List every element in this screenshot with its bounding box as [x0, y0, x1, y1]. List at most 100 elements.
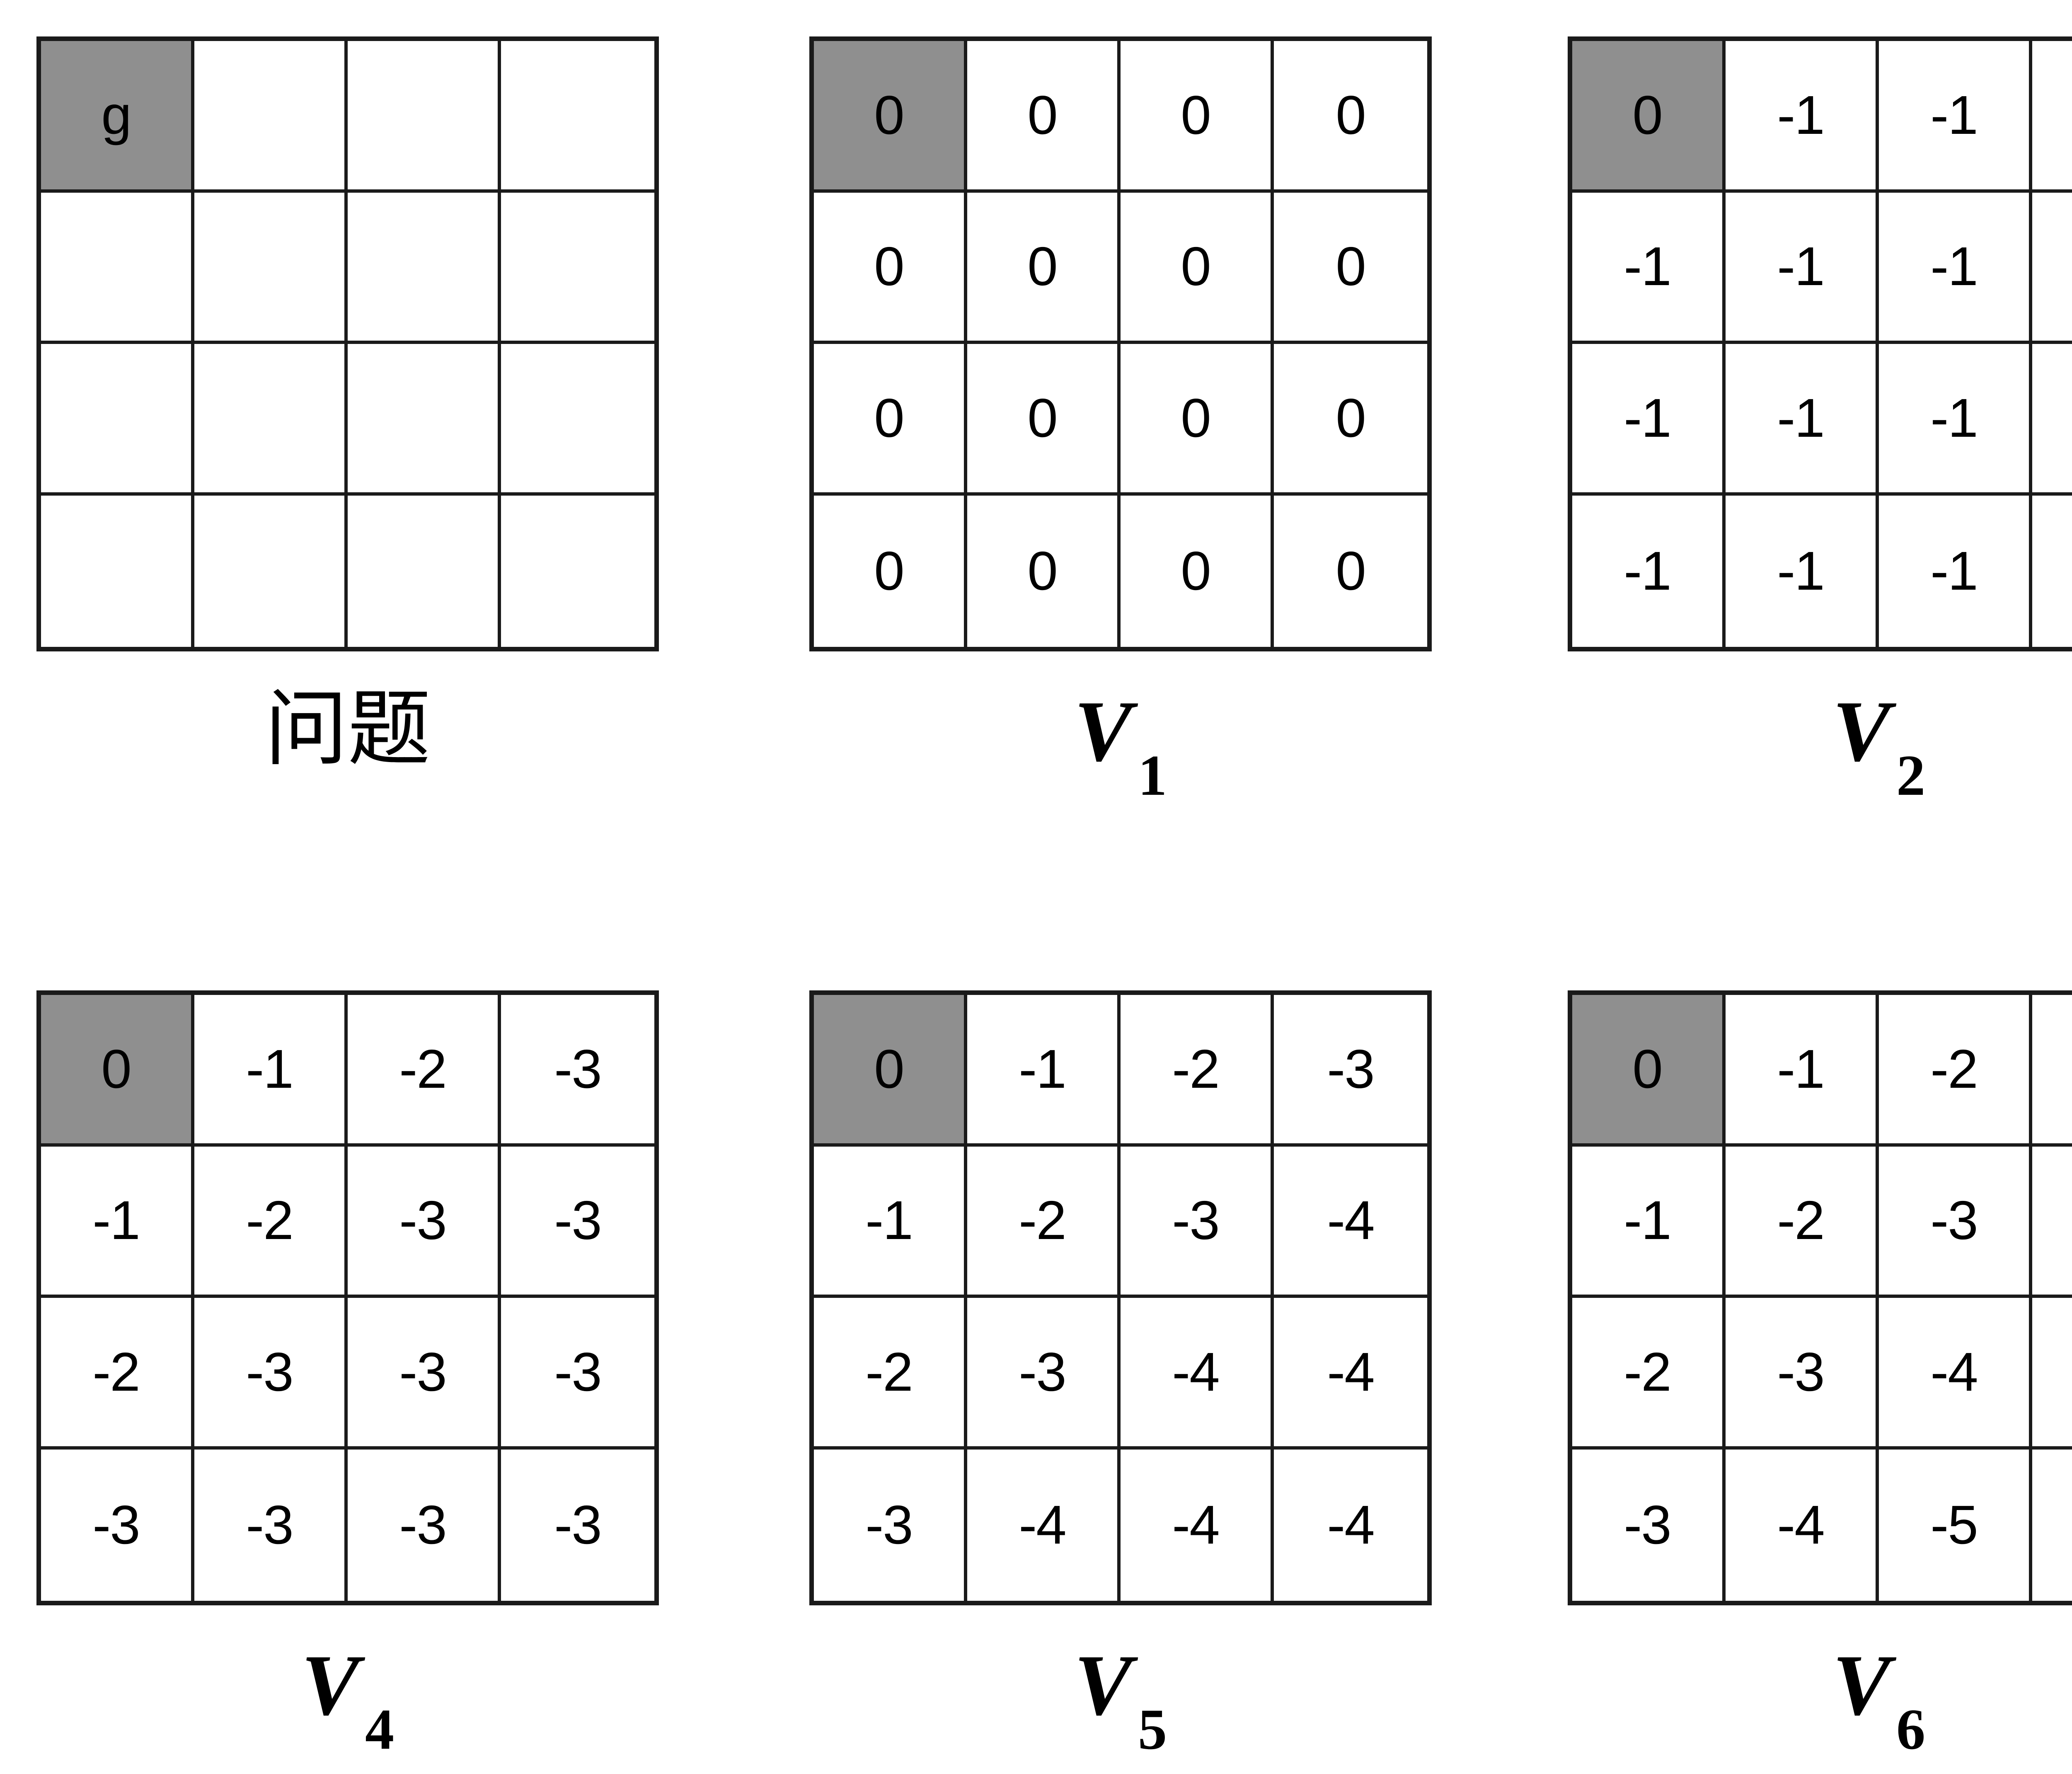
grid-cell: -2 — [1726, 1146, 1879, 1298]
grid-cell: -2 — [967, 1146, 1121, 1298]
grid-cell: 0 — [967, 192, 1121, 344]
grid-cell: -4 — [1274, 1298, 1427, 1450]
grid-cell: 0 — [1274, 192, 1427, 344]
grid-cell: -3 — [501, 1449, 654, 1601]
grid-cell: -4 — [1121, 1449, 1274, 1601]
grid-cell: -3 — [1274, 995, 1427, 1147]
grid-cell: -4 — [1726, 1449, 1879, 1601]
grid-cell — [41, 192, 194, 344]
grid-v5: 0-1-2-3-1-2-3-4-2-3-4-4-3-4-4-4 — [809, 990, 1432, 1605]
grid-cell — [194, 495, 348, 647]
grid-cell: -2 — [1879, 995, 2032, 1147]
grid-cell-terminal: g — [41, 41, 194, 193]
caption-subscript: 4 — [365, 1697, 395, 1762]
grid-cell: -1 — [2032, 344, 2072, 496]
grid-cell: -1 — [1879, 495, 2032, 647]
grid-cell-terminal: 0 — [1572, 41, 1726, 193]
grid-cell: -2 — [1572, 1298, 1726, 1450]
grid-cell: -1 — [1726, 995, 1879, 1147]
grid-cell: -3 — [348, 1146, 501, 1298]
grid-cell: -3 — [1879, 1146, 2032, 1298]
grid-cell: -1 — [1572, 495, 1726, 647]
grid-cell — [348, 495, 501, 647]
grid-cell: 0 — [1121, 495, 1274, 647]
grid-cell: -4 — [1274, 1146, 1427, 1298]
grid-v6: 0-1-2-3-1-2-3-4-2-3-4-5-3-4-5-5 — [1568, 990, 2072, 1605]
grid-cell: -2 — [348, 995, 501, 1147]
grid-cell-terminal: 0 — [1572, 995, 1726, 1147]
grid-cell: -1 — [967, 995, 1121, 1147]
grid-cell: 0 — [1121, 192, 1274, 344]
grid-cell: 0 — [814, 192, 967, 344]
grid-cell: -3 — [1726, 1298, 1879, 1450]
grid-cell: -5 — [1879, 1449, 2032, 1601]
grid-cell: -4 — [1274, 1449, 1427, 1601]
grid-cell: 0 — [1274, 344, 1427, 496]
grid-cell — [501, 344, 654, 496]
grid-cell: -3 — [194, 1449, 348, 1601]
grid-cell: -1 — [1726, 495, 1879, 647]
grid-cell: -2 — [41, 1298, 194, 1450]
grid-cell — [348, 41, 501, 193]
caption-symbol: 问题 — [264, 681, 431, 777]
grid-cell — [194, 41, 348, 193]
value-grid-panel-v6: 0-1-2-3-1-2-3-4-2-3-4-5-3-4-5-5V6 — [1568, 990, 2072, 1759]
grid-cell-terminal: 0 — [814, 41, 967, 193]
grid-cell: -1 — [2032, 41, 2072, 193]
grid-cell: -1 — [2032, 495, 2072, 647]
caption-symbol: V — [1074, 1637, 1133, 1733]
grid-cell: -5 — [2032, 1298, 2072, 1450]
grid-cell: -1 — [1879, 344, 2032, 496]
grid-cell — [194, 192, 348, 344]
grid-cell: -3 — [1572, 1449, 1726, 1601]
caption-subscript: 5 — [1138, 1697, 1167, 1762]
caption-subscript: 2 — [1896, 743, 1926, 808]
grid-cell: 0 — [1121, 41, 1274, 193]
grid-cell: -1 — [1726, 41, 1879, 193]
grid-cell: 0 — [1274, 41, 1427, 193]
caption-subscript: 6 — [1896, 1697, 1926, 1762]
grid-cell: -2 — [1121, 995, 1274, 1147]
grid-cell: 0 — [1121, 344, 1274, 496]
grid-cell: -3 — [967, 1298, 1121, 1450]
grid-cell — [501, 41, 654, 193]
grid-cell: -4 — [967, 1449, 1121, 1601]
caption-symbol: V — [1832, 1637, 1891, 1733]
grid-cell — [41, 495, 194, 647]
caption-symbol: V — [301, 1637, 360, 1733]
grid-cell: -5 — [2032, 1449, 2072, 1601]
grid-cell: -1 — [1572, 1146, 1726, 1298]
grid-cell: -3 — [194, 1298, 348, 1450]
grid-cell: 0 — [1274, 495, 1427, 647]
grid-v4: 0-1-2-3-1-2-3-3-2-3-3-3-3-3-3-3 — [36, 990, 659, 1605]
grid-cell — [194, 344, 348, 496]
grid-cell: -1 — [1572, 344, 1726, 496]
panel-caption-problem: 问题 — [265, 688, 431, 796]
grid-cell: -1 — [2032, 192, 2072, 344]
grid-cell — [41, 344, 194, 496]
caption-symbol: V — [1832, 683, 1891, 779]
grid-cell: 0 — [967, 41, 1121, 193]
grid-cell: 0 — [814, 344, 967, 496]
grid-cell-terminal: 0 — [41, 995, 194, 1147]
grid-cell: -1 — [1726, 192, 1879, 344]
grid-cell-terminal: 0 — [814, 995, 967, 1147]
grid-cell: 0 — [814, 495, 967, 647]
grid-cell: -4 — [1879, 1298, 2032, 1450]
grid-cell: -2 — [814, 1298, 967, 1450]
grid-cell: 0 — [967, 344, 1121, 496]
caption-symbol: V — [1074, 683, 1133, 779]
grid-cell: -1 — [41, 1146, 194, 1298]
grid-cell: -3 — [501, 1146, 654, 1298]
grid-cell: 0 — [967, 495, 1121, 647]
grid-cell: -1 — [1726, 344, 1879, 496]
